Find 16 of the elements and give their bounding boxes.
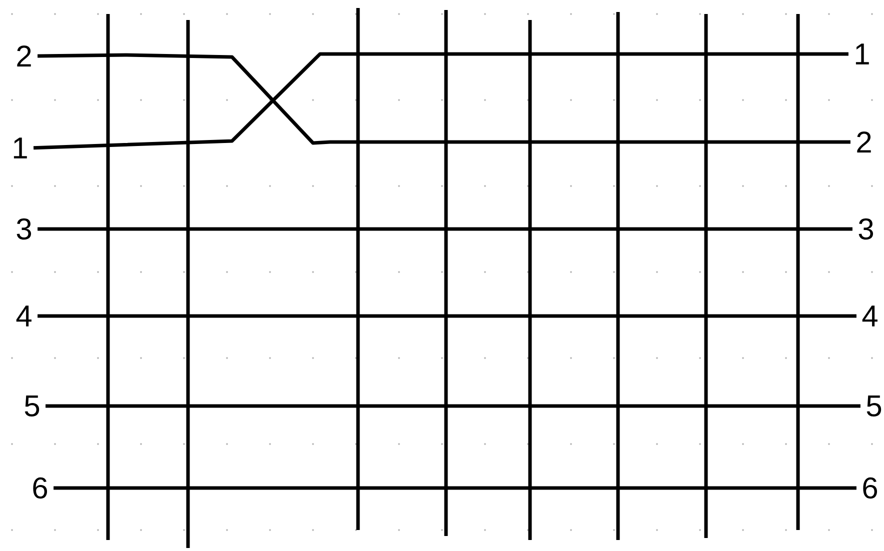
wire-label: 6 — [33, 477, 48, 499]
wire-label: 4 — [16, 306, 32, 326]
wire — [46, 404, 860, 408]
wire — [38, 227, 852, 231]
wire-label: 6 — [863, 477, 878, 499]
wire-label: 5 — [866, 396, 882, 416]
wire-label: 4 — [862, 306, 878, 326]
wire — [54, 486, 856, 490]
wire-label: 3 — [858, 218, 874, 240]
wire-label: 1 — [14, 138, 27, 158]
wire-label: 2 — [17, 46, 31, 66]
wire-label: 2 — [857, 132, 871, 152]
wire-label: 5 — [24, 396, 40, 416]
wire-label: 3 — [16, 218, 32, 240]
wire-label: 1 — [856, 44, 869, 64]
wire — [38, 314, 856, 318]
